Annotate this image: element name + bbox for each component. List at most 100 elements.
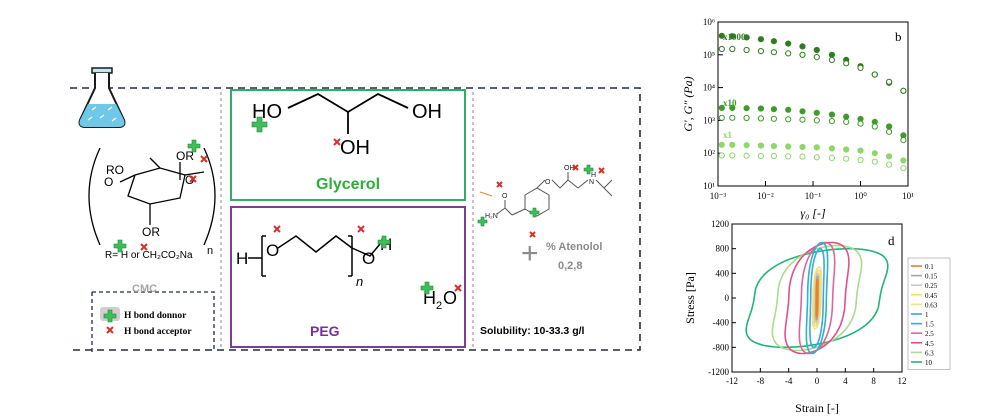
cmc-substituent-text: R= H or CH₂CO₂Na: [105, 250, 193, 261]
donor-markers: [113, 116, 594, 295]
atenolol-oh: OH: [564, 165, 575, 172]
peg-subscript-n: n: [356, 274, 363, 289]
chart-d-legend-label: 0.45: [925, 292, 938, 300]
chart-b-point: [718, 45, 725, 53]
chart-b-point: [857, 64, 864, 72]
atenolol-label: % Atenolol: [546, 241, 602, 253]
chart-b-point: [743, 34, 750, 41]
cmc-ro-label: RO: [106, 163, 124, 177]
chart-b-point: [718, 152, 725, 159]
hbond-legend: H bond donnor H bond acceptor: [100, 307, 192, 337]
chart-b-point: [785, 143, 792, 150]
chart-b-point: [770, 106, 778, 113]
donor-plus-icon: [187, 139, 201, 153]
cmc-labels: RO OR O O OR n R= H or CH₂CO₂Na CMC: [104, 149, 213, 295]
annotation-x10: x10: [723, 98, 737, 108]
atenolol-o: O: [545, 179, 551, 186]
chart-b-point: [785, 116, 792, 123]
chart-d-legend-label: 1.5: [925, 321, 934, 329]
chart-b-point: [828, 51, 835, 58]
donor-plus-icon: [377, 235, 391, 249]
chart-b-point: [757, 152, 765, 159]
chart-b-point: [799, 108, 806, 115]
chart-b-point: [729, 141, 736, 148]
schematic-svg: RO OR O O OR n R= H or CH₂CO₂Na CMC HO O…: [70, 67, 641, 352]
glycerol-oh-mid-label: OH: [340, 137, 370, 159]
chart-b-point: [813, 117, 820, 124]
chart-b-point: [843, 146, 850, 153]
chart-b-point: [799, 51, 806, 58]
chart-b-point: [843, 60, 850, 67]
chart-b-point: [785, 50, 792, 57]
chart-b-point: [743, 114, 750, 122]
chart-b-point: [900, 165, 907, 172]
chart-b-point: [828, 145, 835, 152]
chart-b-point: [770, 38, 778, 45]
glycerol-ho-label: HO: [252, 101, 282, 123]
acceptor-cross-icon: [357, 225, 365, 233]
chart-d-legend-label: 0.1: [925, 263, 934, 271]
chart-b-point: [757, 48, 765, 55]
water-o: O: [443, 288, 457, 308]
chart-b-point: [799, 143, 806, 151]
chart-b-point: [718, 32, 725, 39]
chart-b-xlabel: γ₀ [-]: [800, 206, 826, 220]
chart-b-xtick-label: 10⁰: [854, 191, 867, 201]
chart-d-legend-label: 0.63: [925, 301, 938, 309]
chart-b-point: [857, 120, 864, 127]
acceptor-cross-icon: [572, 164, 579, 171]
chart-b-point: [743, 152, 750, 159]
chart-b-point: [813, 144, 820, 151]
chart-d-legend-label: 0.25: [925, 282, 938, 290]
chart-b-ytick-label: 10⁶: [703, 17, 715, 27]
chart-b-points: [718, 32, 907, 172]
chart-b-point: [886, 153, 893, 160]
chart-b-point: [799, 116, 806, 123]
acceptor-cross-icon: [273, 225, 281, 233]
chart-d-legend-label: 1: [925, 311, 929, 319]
cmc-or-top-label: OR: [176, 149, 194, 163]
annotation-x1: x1: [723, 130, 733, 140]
chart-b-ytick-label: 10⁵: [703, 50, 715, 60]
annotation-x1000: x1000: [723, 32, 746, 42]
chart-d-ytick-label: -1200: [708, 367, 729, 377]
chart-d-loop-1.5: [805, 241, 829, 355]
chart-b-point: [886, 128, 893, 135]
chart-d-ytick-label: -400: [713, 318, 730, 328]
chart-d-loop-6.3: [771, 244, 863, 352]
chart-b-point: [729, 152, 736, 159]
chart-d-loops: [745, 241, 889, 355]
chart-b-ytick-label: 10⁴: [703, 83, 715, 93]
chart-b-point: [900, 137, 907, 144]
solubility-text: Solubility: 10-33.3 g/l: [480, 325, 585, 337]
chart-b-point: [871, 123, 878, 130]
glycerol-label: Glycerol: [316, 176, 380, 193]
chart-b-point: [743, 142, 750, 149]
chart-b-ytick-label: 10²: [703, 148, 715, 158]
chart-d-panel-label: d: [888, 233, 895, 248]
peg-o-left-label: O: [266, 241, 279, 260]
chart-b-point: [785, 40, 792, 47]
chart-b-point: [785, 153, 792, 160]
atenolol-plus-symbol: +: [521, 237, 539, 270]
donor-plus-icon: [251, 116, 268, 133]
atenolol-labels: OH O N H H₂N O: [485, 165, 596, 220]
chart-d-ytick-label: 1200: [711, 219, 730, 229]
chart-b-xtick-label: 10⁻¹: [805, 191, 822, 201]
chart-b-point: [718, 141, 725, 148]
acceptor-markers: [140, 138, 605, 292]
chart-b-point: [770, 152, 778, 160]
peg-o-right-label: O: [362, 249, 375, 268]
atenolol-texts: + % Atenolol 0,2,8 Solubility: 10-33.3 g…: [480, 237, 602, 337]
chart-b-point: [886, 78, 893, 85]
chart-d-legend-label: 2.5: [925, 330, 934, 338]
chart-d-loop-1: [809, 247, 825, 349]
chart-b-point: [828, 111, 835, 118]
chart-d-legend-label: 4.5: [925, 340, 934, 348]
peg-h-left-label: H: [236, 249, 248, 268]
chart-d-xtick-label: 0: [815, 376, 820, 386]
